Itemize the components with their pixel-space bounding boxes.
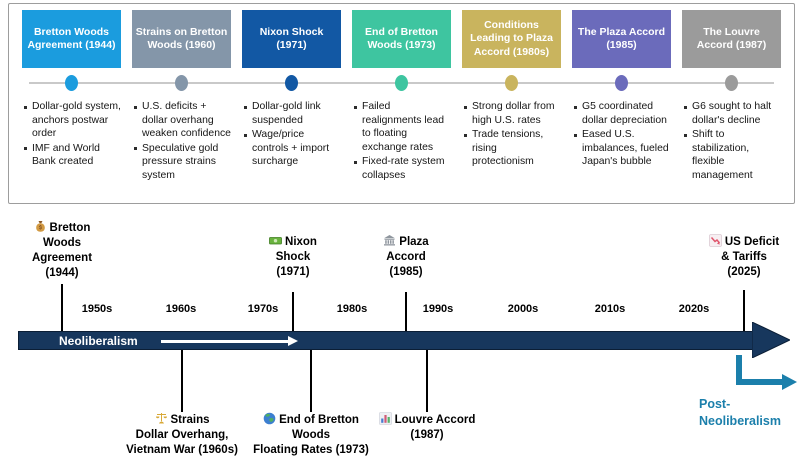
arrowhead-icon (752, 322, 790, 358)
event-card-nixon-shock: Nixon Shock (1971) (242, 10, 341, 68)
timeline-event-louvre-accord: Louvre Accord (1987) (362, 412, 492, 443)
milestone-dot (725, 75, 738, 91)
decade-label: 1980s (336, 303, 368, 315)
bullet-list-plaza-accord: G5 coordinated dollar depreciation Eased… (572, 100, 671, 183)
bullet-item: Dollar-gold link suspended (242, 100, 341, 127)
bullet-list-bretton-woods: Dollar-gold system, anchors postwar orde… (22, 100, 121, 183)
bullet-item: Eased U.S. imbalances, fueled Japan's bu… (572, 128, 671, 169)
milestone-dot-track (9, 70, 794, 96)
bullet-item: Dollar-gold system, anchors postwar orde… (22, 100, 121, 141)
milestone-dot (175, 75, 188, 91)
post-neoliberalism-label: Post- Neoliberalism (699, 397, 781, 428)
decade-label: 2010s (594, 303, 626, 315)
tick-louvre-accord (426, 349, 428, 412)
bullet-item: Shift to stabilization, flexible managem… (682, 128, 781, 182)
neoliberalism-label: Neoliberalism (59, 333, 138, 348)
bullet-item: G5 coordinated dollar depreciation (572, 100, 671, 127)
milestone-dot (505, 75, 518, 91)
white-arrow-icon (161, 336, 298, 345)
tick-strains (181, 349, 183, 412)
event-card-end-bretton-woods: End of Bretton Woods (1973) (352, 10, 451, 68)
neoliberalism-arrow-bar: Neoliberalism (18, 331, 756, 350)
bullet-list-nixon-shock: Dollar-gold link suspended Wage/price co… (242, 100, 341, 183)
globe-icon (263, 412, 276, 425)
tick-us-deficit (743, 290, 745, 332)
decade-label: 1950s (81, 303, 113, 315)
decade-timeline: Bretton Woods Agreement (1944) Nixon Sho… (0, 210, 805, 468)
decade-label: 2020s (678, 303, 710, 315)
bullet-item: Speculative gold pressure strains system (132, 142, 231, 183)
timeline-event-nixon-shock: Nixon Shock (1971) (248, 234, 338, 280)
event-header-row: Bretton Woods Agreement (1944) Strains o… (9, 10, 794, 68)
bullet-item: U.S. deficits + dollar overhang weaken c… (132, 100, 231, 141)
event-card-plaza-accord: The Plaza Accord (1985) (572, 10, 671, 68)
timeline-event-strains: Strains Dollar Overhang, Vietnam War (19… (126, 413, 238, 456)
bullet-item: Failed realignments lead to floating exc… (352, 100, 451, 154)
decade-label: 1970s (247, 303, 279, 315)
bullet-list-strains: U.S. deficits + dollar overhang weaken c… (132, 100, 231, 183)
bullet-item: Strong dollar from high U.S. rates (462, 100, 561, 127)
classical-building-icon (384, 235, 396, 246)
event-card-bretton-woods: Bretton Woods Agreement (1944) (22, 10, 121, 68)
milestone-dot (285, 75, 298, 91)
era-details-panel: Bretton Woods Agreement (1944) Strains o… (8, 3, 795, 204)
bullet-list-louvre-accord: G6 sought to halt dollar's decline Shift… (682, 100, 781, 183)
timeline-event-end-bretton-woods: End of Bretton Woods Floating Rates (197… (253, 412, 369, 456)
bullet-item: Wage/price controls + import surcharge (242, 128, 341, 169)
decade-label: 2000s (507, 303, 539, 315)
post-neoliberalism-elbow-arrow-icon (736, 355, 797, 390)
tick-end-bretton-woods (310, 349, 312, 412)
bullet-item: G6 sought to halt dollar's decline (682, 100, 781, 127)
balance-scale-icon (155, 413, 167, 424)
chart-decreasing-icon (708, 234, 722, 247)
money-bag-icon (35, 221, 45, 232)
tick-nixon-shock (292, 292, 294, 332)
timeline-event-plaza-accord: Plaza Accord (1985) (361, 234, 451, 280)
bullet-item: Trade tensions, rising protectionism (462, 128, 561, 169)
milestone-dot (615, 75, 628, 91)
dollar-banknote-icon (269, 237, 282, 245)
timeline-event-bretton-woods: Bretton Woods Agreement (1944) (31, 221, 93, 279)
milestone-dot (395, 75, 408, 91)
bar-chart-icon (378, 412, 392, 425)
tick-bretton-woods (61, 284, 63, 332)
milestone-dot (65, 75, 78, 91)
event-bullets-row: Dollar-gold system, anchors postwar orde… (9, 100, 794, 183)
decade-label: 1990s (422, 303, 454, 315)
bullet-list-plaza-conditions: Strong dollar from high U.S. rates Trade… (462, 100, 561, 183)
event-card-strains: Strains on Bretton Woods (1960) (132, 10, 231, 68)
decade-label: 1960s (165, 303, 197, 315)
event-card-louvre-accord: The Louvre Accord (1987) (682, 10, 781, 68)
bullet-item: IMF and World Bank created (22, 142, 121, 169)
bullet-list-end-bretton-woods: Failed realignments lead to floating exc… (352, 100, 451, 183)
event-card-plaza-conditions: Conditions Leading to Plaza Accord (1980… (462, 10, 561, 68)
timeline-event-us-deficit-tariffs: US Deficit & Tariffs (2025) (692, 234, 796, 280)
tick-plaza-accord (405, 292, 407, 332)
bullet-item: Fixed-rate system collapses (352, 155, 451, 182)
